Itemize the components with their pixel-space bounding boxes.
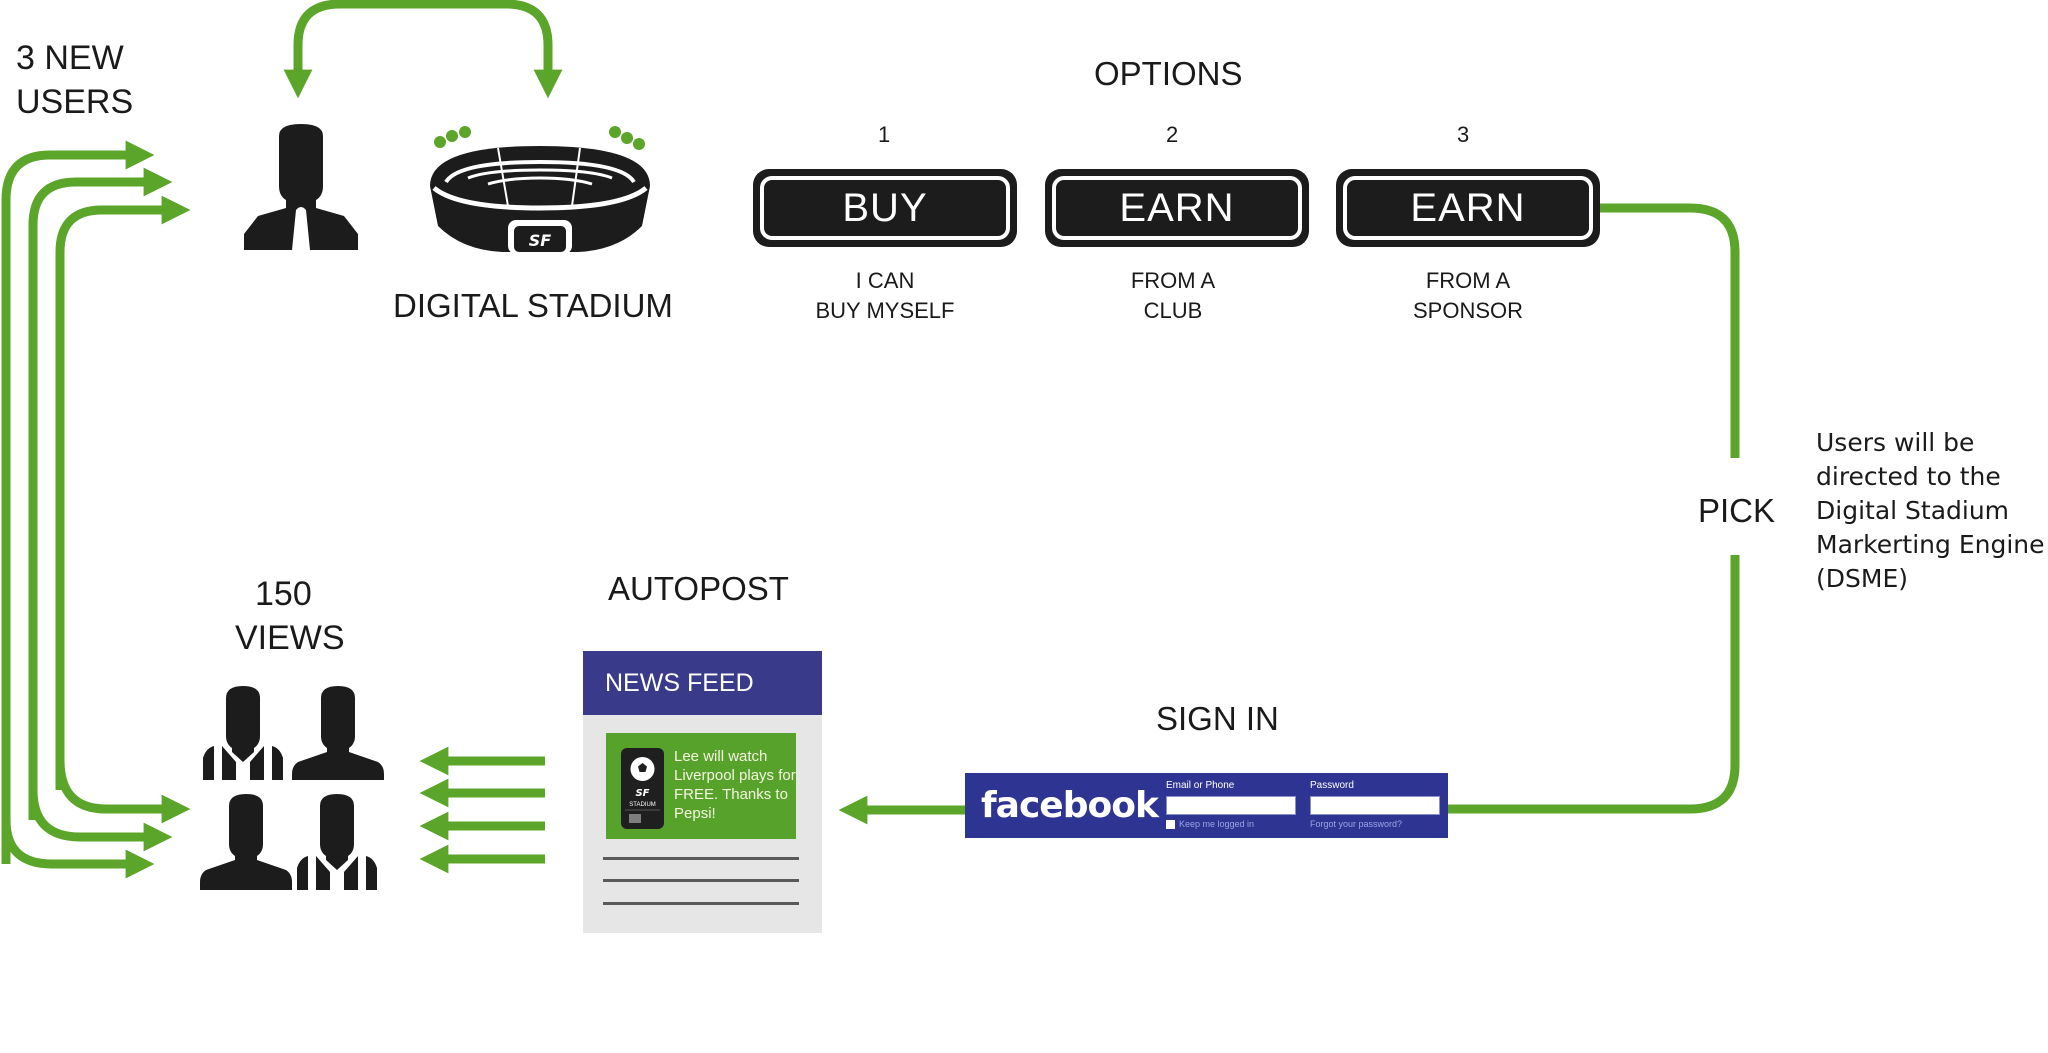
keep-logged-in-checkbox[interactable] [1166,820,1175,829]
option-number-2: 2 [1166,122,1179,147]
view-arrow-2 [28,789,173,852]
view-arrow-1 [55,759,191,824]
user-icon [244,124,358,250]
stadium-ticket-icon: SF STADIUM [621,748,664,829]
ticket-label: STADIUM [629,802,656,808]
feed-placeholder-line [603,879,799,882]
new-user-arrow-2 [28,167,173,820]
signin-title: SIGN IN [1156,700,1279,737]
new-user-arrow-3 [55,195,191,790]
keep-logged-in-label: Keep me logged in [1179,819,1255,829]
autopost-item[interactable]: SF STADIUM Lee will watch Liverpool play… [606,733,796,839]
new-users-label-line2: USERS [16,83,134,121]
new-user-arrow-1 [1,140,155,864]
autopost-text: Lee will watch Liverpool plays for FREE.… [674,748,796,822]
dsme-note-line: (DSME) [1816,564,1908,593]
feed-placeholder-line [603,902,799,905]
dsme-note-line: Digital Stadium [1816,496,2010,525]
dsme-note-line: Markerting Engine [1816,530,2045,559]
news-feed-card: NEWS FEED SF STADIUM Lee will watch Live… [583,651,822,933]
news-feed-header: NEWS FEED [583,651,822,715]
options-title: OPTIONS [1094,55,1243,92]
option-3-desc-line2: SPONSOR [1412,298,1524,323]
password-field[interactable] [1310,796,1440,815]
digital-stadium-label: DIGITAL STADIUM [393,287,673,324]
option-2-desc-line1: FROM A [1130,268,1216,293]
option-1-desc: I CAN BUY MYSELF [785,266,985,326]
pick-to-signin-line [1448,555,1740,814]
sponsor-to-pick-line [1600,203,1740,458]
loop-arrow-user-stadium [293,0,563,99]
option-number-1: 1 [878,122,891,147]
dsme-note-line: directed to the [1816,462,2001,491]
option-1-desc-line2: BUY MYSELF [815,298,955,323]
dsme-note-line: Users will be [1816,428,1975,457]
viewer-plain-icon [200,794,292,890]
viewers-group-icon [200,686,384,890]
svg-text:SF: SF [529,231,552,250]
email-label: Email or Phone [1166,780,1235,791]
earn-from-sponsor-button[interactable]: EARN [1336,169,1600,247]
view-arrow-3 [1,819,155,879]
earn-club-button-label: EARN [1052,176,1302,240]
viewer-striped-icon [297,794,377,890]
views-count: 150 [255,575,312,613]
buy-button[interactable]: BUY [753,169,1017,247]
ticket-brand: SF [635,788,649,799]
pick-label: PICK [1698,492,1776,529]
earn-from-club-button[interactable]: EARN [1045,169,1309,247]
option-2-desc-line2: CLUB [1143,298,1203,323]
stadium-icon: SF [430,126,650,254]
buy-button-label: BUY [760,176,1010,240]
feed-placeholder-line [603,857,799,860]
dsme-note: Users will be directed to the Digital St… [1816,426,2045,596]
option-3-desc-line1: FROM A [1425,268,1511,293]
new-users-label-line1: 3 NEW [16,39,124,77]
earn-sponsor-button-label: EARN [1343,176,1593,240]
option-2-desc: FROM A CLUB [1073,266,1273,326]
facebook-logo: facebook [981,785,1159,826]
email-field[interactable] [1166,796,1296,815]
autopost-title: AUTOPOST [608,570,789,607]
facebook-login-bar: facebook Email or Phone Keep me logged i… [965,773,1448,838]
option-1-desc-line1: I CAN [855,268,915,293]
viewer-plain-icon [292,686,384,780]
views-label: VIEWS [235,619,345,657]
soccer-ball-icon: SF STADIUM [625,757,660,823]
password-label: Password [1310,780,1354,791]
option-3-desc: FROM A SPONSOR [1368,266,1568,326]
viewer-striped-icon [203,686,283,780]
forgot-password-link[interactable]: Forgot your password? [1310,819,1403,829]
option-number-3: 3 [1457,122,1470,147]
